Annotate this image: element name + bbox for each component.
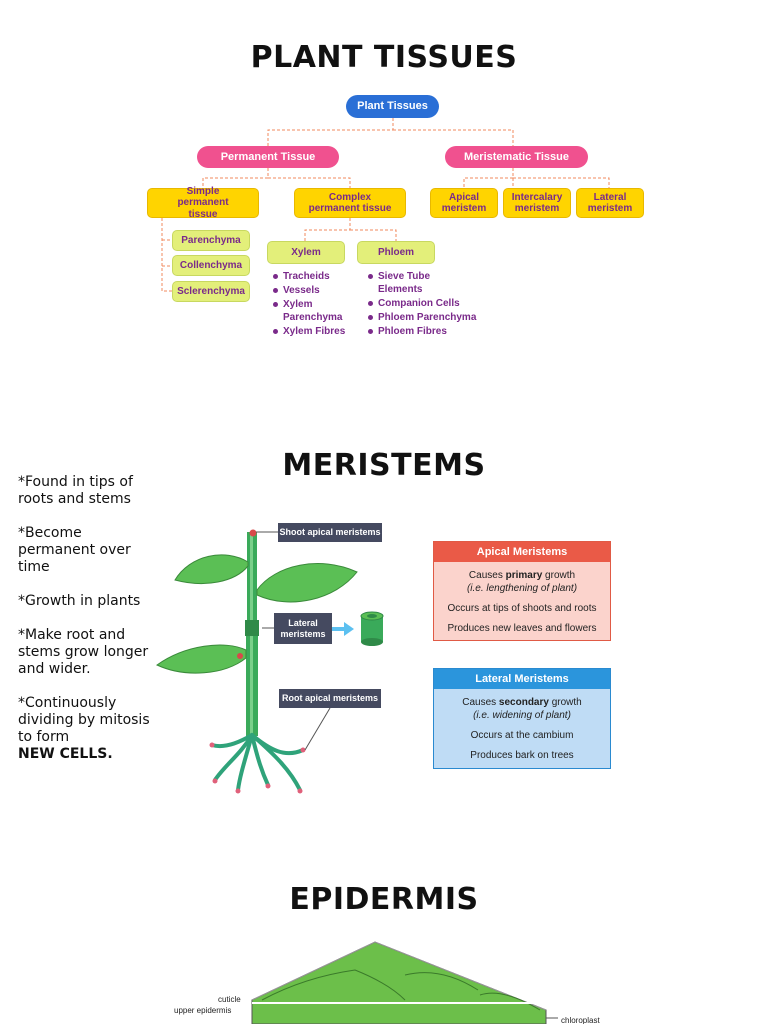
lateral-box-title: Lateral Meristems bbox=[434, 669, 610, 689]
upper-epidermis-label: upper epidermis bbox=[174, 1006, 232, 1015]
epidermis-title: EPIDERMIS bbox=[289, 882, 479, 917]
note-item: *Become permanent over time bbox=[18, 525, 131, 575]
lateral-meristems-box: Lateral Meristems Causes secondary growt… bbox=[433, 668, 611, 769]
list-item: Tracheids bbox=[273, 270, 353, 283]
apical-line-2: (i.e. lengthening of plant) bbox=[466, 583, 578, 594]
lateral-line-4: Produces bark on trees bbox=[470, 750, 574, 761]
list-item: Phloem Parenchyma bbox=[368, 311, 483, 324]
node-complex-permanent: Complex permanent tissue bbox=[294, 188, 406, 218]
list-item: Phloem Fibres bbox=[368, 325, 483, 338]
apical-line-3: Occurs at tips of shoots and roots bbox=[447, 603, 597, 614]
lateral-line-2: (i.e. widening of plant) bbox=[473, 710, 571, 721]
plant-tissues-title: PLANT TISSUES bbox=[250, 40, 518, 75]
node-collenchyma: Collenchyma bbox=[172, 255, 250, 276]
apical-box-title: Apical Meristems bbox=[434, 542, 610, 562]
apical-line-4: Produces new leaves and flowers bbox=[447, 623, 597, 634]
shoot-apical-callout: Shoot apical meristems bbox=[278, 523, 382, 542]
lateral-line-1: Causes secondary growth bbox=[462, 697, 582, 708]
note-item: *Continuously dividing by mitosis to for… bbox=[18, 695, 158, 763]
node-phloem: Phloem bbox=[357, 241, 435, 264]
node-simple-permanent: Simple permanent tissue bbox=[147, 186, 259, 220]
lateral-line-3: Occurs at the cambium bbox=[470, 730, 574, 741]
node-apical-meristem: Apical meristem bbox=[430, 188, 498, 218]
list-item: Xylem Fibres bbox=[273, 325, 353, 338]
root-apical-callout: Root apical meristems bbox=[279, 689, 381, 708]
cuticle-label: cuticle bbox=[218, 995, 241, 1004]
phloem-list: Sieve Tube Elements Companion Cells Phlo… bbox=[368, 270, 483, 339]
node-sclerenchyma: Sclerenchyma bbox=[172, 281, 250, 302]
meristems-title: MERISTEMS bbox=[282, 448, 486, 483]
note-text: *Continuously dividing by mitosis to for… bbox=[18, 695, 150, 745]
node-intercalary-meristem: Intercalary meristem bbox=[503, 188, 571, 218]
meristem-notes: *Found in tips of roots and stems *Becom… bbox=[18, 474, 158, 780]
list-item: Sieve Tube Elements bbox=[368, 270, 440, 296]
note-item: *Make root and stems grow longer and wid… bbox=[18, 627, 149, 677]
list-item: Vessels bbox=[273, 284, 353, 297]
node-permanent-tissue: Permanent Tissue bbox=[197, 146, 339, 168]
list-item: Xylem Parenchyma bbox=[273, 298, 353, 324]
node-xylem: Xylem bbox=[267, 241, 345, 264]
node-parenchyma: Parenchyma bbox=[172, 230, 250, 251]
note-item: *Found in tips of roots and stems bbox=[18, 474, 133, 507]
node-plant-tissues: Plant Tissues bbox=[346, 95, 439, 118]
chloroplast-label: chloroplast bbox=[561, 1016, 600, 1024]
apical-line-1: Causes primary growth bbox=[468, 570, 576, 581]
note-item: *Growth in plants bbox=[18, 593, 141, 609]
lateral-meristems-callout: Lateral meristems bbox=[274, 613, 332, 644]
node-lateral-meristem: Lateral meristem bbox=[576, 188, 644, 218]
shoot-tip-marker bbox=[249, 529, 257, 537]
list-item: Companion Cells bbox=[368, 297, 483, 310]
xylem-list: Tracheids Vessels Xylem Parenchyma Xylem… bbox=[273, 270, 353, 339]
lateral-bud-marker bbox=[237, 653, 243, 659]
node-meristematic-tissue: Meristematic Tissue bbox=[445, 146, 588, 168]
tree-connectors bbox=[161, 118, 610, 292]
apical-meristems-box: Apical Meristems Causes primary growth (… bbox=[433, 541, 611, 641]
note-emphasis: NEW CELLS. bbox=[18, 746, 113, 762]
